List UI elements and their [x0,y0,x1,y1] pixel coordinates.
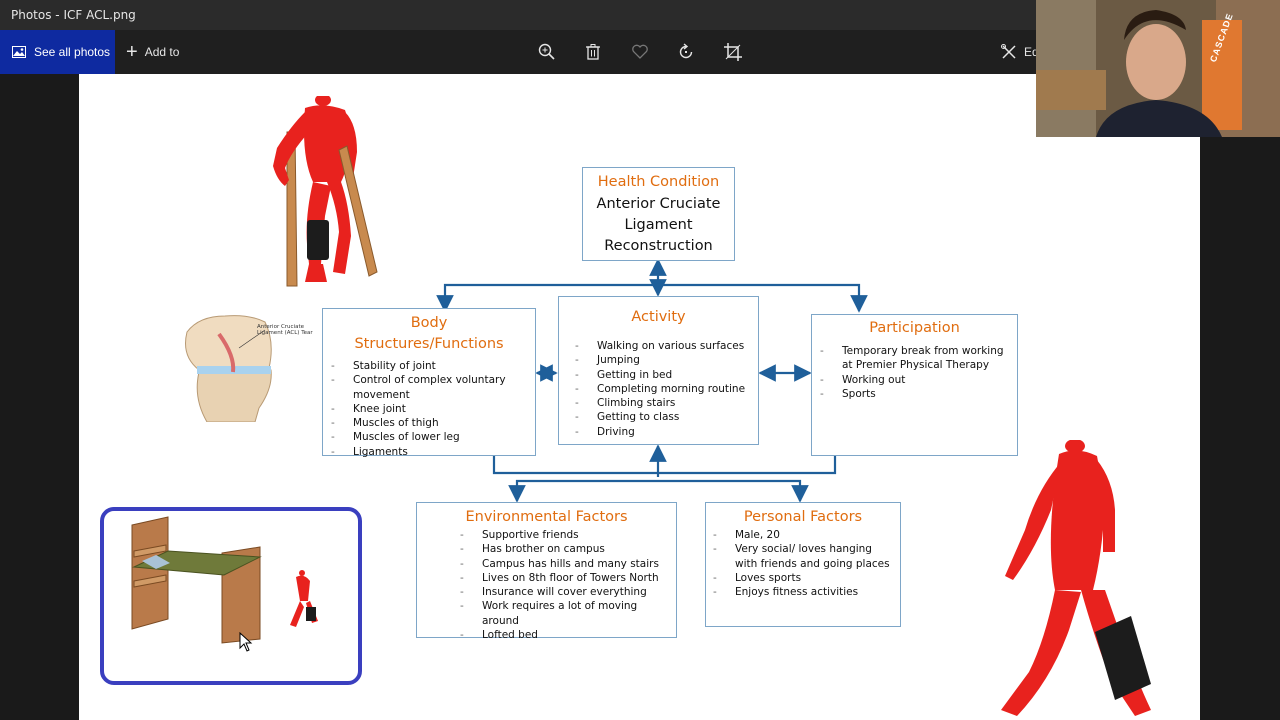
health-condition-title: Health Condition [597,174,720,190]
title-line: Structures/Functions [354,336,504,352]
zoom-icon[interactable] [537,42,557,62]
personal-factors-box: Personal Factors Male, 20 Very social/ l… [705,502,901,627]
personal-factors-title: Personal Factors [743,509,863,525]
environmental-factors-box: Environmental Factors Supportive friends… [416,502,677,643]
crutch-figure-illustration [273,96,378,287]
list-item: Supportive friends [460,528,676,543]
favorite-icon[interactable] [630,42,650,62]
list-item: Knee joint [331,402,511,417]
health-condition-text: Anterior Cruciate Ligament Reconstructio… [583,194,734,257]
list-item: Jumping [575,353,758,368]
list-item: Stability of joint [331,359,511,374]
plus-icon: + [126,41,138,63]
rotate-icon[interactable] [676,42,696,62]
participation-list: Temporary break from working at Premier … [820,344,1008,401]
loft-bed-illustration [131,516,318,644]
list-item: Walking on various surfaces [575,339,758,354]
edit-button[interactable]: Ed [1000,42,1039,62]
body-structures-title: Body Structures/Functions [323,313,535,355]
activity-list: Walking on various surfaces Jumping Gett… [575,339,758,439]
list-item: Control of complex voluntary movement [331,373,511,402]
list-item: Loves sports [713,571,893,586]
see-all-photos-button[interactable]: See all photos [0,30,115,74]
list-item: Enjoys fitness activities [713,585,893,600]
walking-figure-illustration [1001,440,1151,716]
window-title: Photos - ICF ACL.png [11,8,136,22]
see-all-photos-label: See all photos [34,45,111,59]
list-item: Campus has hills and many stairs [460,557,676,572]
list-item: Climbing stairs [575,396,758,411]
list-item: Sports [820,387,1008,402]
hc-line: Ligament [624,217,693,233]
list-item: Work requires a lot of moving around [460,599,676,628]
list-item: Insurance will cover everything [460,585,676,600]
health-condition-box: Health Condition Anterior Cruciate Ligam… [582,167,735,261]
body-structures-box: Body Structures/Functions Stability of j… [322,308,536,459]
activity-box: Activity Walking on various surfaces Jum… [558,296,759,445]
webcam-overlay: CASCADE [1036,0,1280,137]
delete-icon[interactable] [583,42,603,62]
photo-canvas: Health Condition Anterior Cruciate Ligam… [79,74,1200,720]
knee-anatomy-illustration [185,315,272,422]
list-item: Has brother on campus [460,542,676,557]
add-to-label: Add to [144,45,180,59]
list-item: Ligaments [331,445,511,460]
list-item: Driving [575,425,758,440]
add-to-button[interactable]: + Add to [126,30,179,74]
mouse-cursor-icon [239,632,253,652]
photos-icon [12,46,26,58]
list-item: Temporary break from working at Premier … [820,344,1008,373]
list-item: Getting to class [575,410,758,425]
crop-icon[interactable] [723,42,743,62]
edit-label: Ed [1024,45,1039,59]
title-line: Body [410,315,448,331]
knee-caption: Anterior Cruciate Ligament (ACL) Tear [257,324,313,336]
body-structures-list: Stability of joint Control of complex vo… [331,359,511,459]
list-item: Lives on 8th floor of Towers North [460,571,676,586]
environmental-factors-list: Supportive friends Has brother on campus… [460,528,676,643]
list-item: Male, 20 [713,528,893,543]
list-item: Lofted bed [460,628,676,643]
loft-bed-image-frame[interactable] [100,507,362,685]
personal-factors-list: Male, 20 Very social/ loves hanging with… [713,528,893,600]
edit-icon [1001,44,1016,59]
list-item: Completing morning routine [575,382,758,397]
participation-title: Participation [869,320,960,336]
webcam-video [1036,0,1280,137]
hc-line: Anterior Cruciate [596,196,721,212]
hc-line: Reconstruction [604,238,713,254]
list-item: Getting in bed [575,368,758,383]
list-item: Very social/ loves hanging with friends … [713,542,893,571]
participation-box: Participation Temporary break from worki… [811,314,1018,456]
activity-title: Activity [631,309,686,325]
list-item: Working out [820,373,1008,388]
list-item: Muscles of lower leg [331,430,511,445]
list-item: Muscles of thigh [331,416,511,431]
environmental-factors-title: Environmental Factors [465,509,628,525]
